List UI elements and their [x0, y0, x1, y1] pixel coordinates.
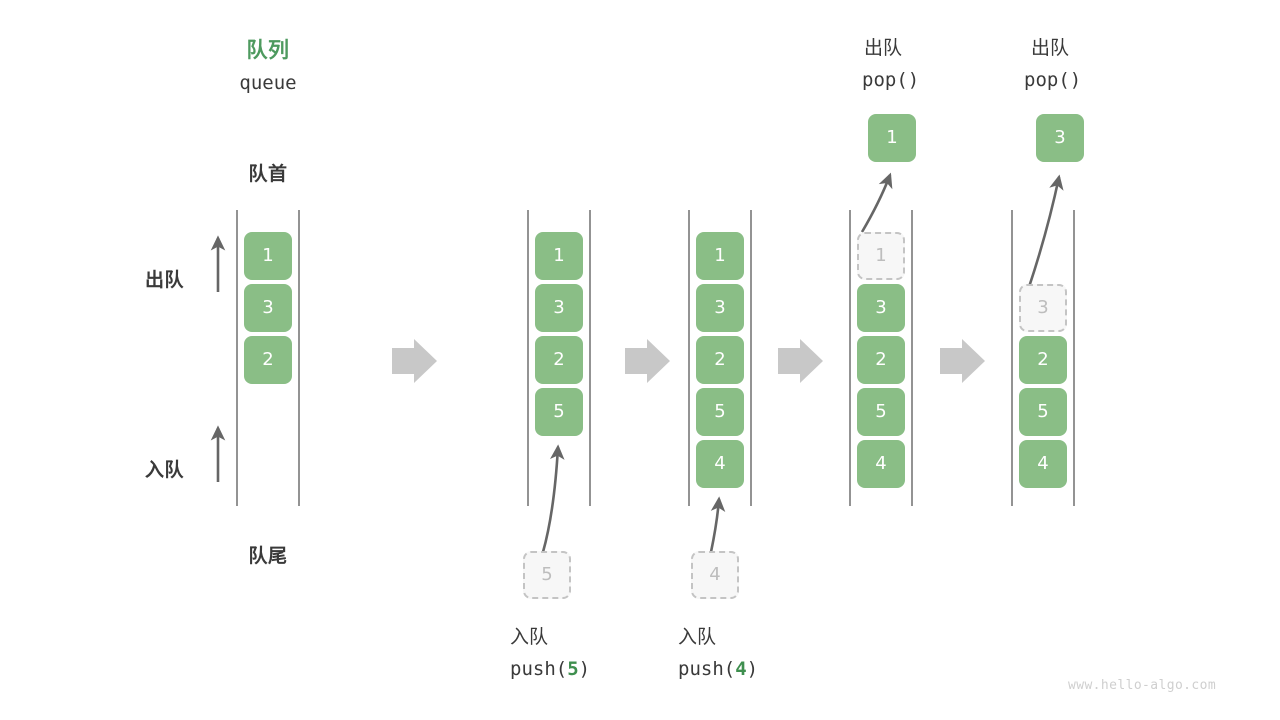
pop-arrow-1 — [860, 172, 893, 233]
queue-cell[interactable]: 4 — [1019, 440, 1067, 488]
pop-header-cn-3: 出队 — [1031, 37, 1070, 59]
queue-cell[interactable]: 2 — [1019, 336, 1067, 384]
flow-arrow-2 — [625, 339, 670, 383]
queue-title-en: queue — [239, 72, 297, 94]
pop-header-code-1: pop() — [862, 69, 920, 91]
pending-push-cell-5[interactable]: 5 — [523, 551, 571, 599]
push-arrow-4 — [709, 496, 726, 553]
queue-cell[interactable]: 2 — [244, 336, 292, 384]
queue-cell[interactable]: 4 — [696, 440, 744, 488]
flow-arrow-4 — [940, 339, 985, 383]
queue-cell[interactable]: 5 — [857, 388, 905, 436]
push-caption-code-5: push(5) — [510, 658, 590, 680]
queue-cell[interactable]: 3 — [535, 284, 583, 332]
queue-cell[interactable]: 5 — [1019, 388, 1067, 436]
queue-cell[interactable]: 3 — [696, 284, 744, 332]
queue-cell[interactable]: 3 — [244, 284, 292, 332]
queue-title-cn: 队列 — [246, 38, 290, 62]
pop-arrow-3 — [1027, 174, 1064, 288]
push-code-argument: 4 — [735, 658, 747, 680]
queue-cell-removed[interactable]: 1 — [857, 232, 905, 280]
queue-cell[interactable]: 2 — [857, 336, 905, 384]
push-arrow-5 — [541, 444, 565, 553]
push-code-argument: 5 — [567, 658, 579, 680]
push-code-prefix: push( — [678, 658, 736, 680]
push-caption-code-4: push(4) — [678, 658, 758, 680]
queue-cell[interactable]: 5 — [535, 388, 583, 436]
push-caption-cn-5: 入队 — [510, 626, 549, 648]
flow-arrow-3 — [778, 339, 823, 383]
push-code-prefix: push( — [510, 658, 568, 680]
push-code-suffix: ) — [578, 658, 591, 680]
enqueue-side-label: 入队 — [145, 459, 185, 481]
queue-cell[interactable]: 4 — [857, 440, 905, 488]
pop-header-cn-1: 出队 — [864, 37, 903, 59]
queue-cell[interactable]: 3 — [857, 284, 905, 332]
queue-rails — [236, 210, 1075, 506]
queue-cell[interactable]: 2 — [696, 336, 744, 384]
popped-cell-1[interactable]: 1 — [868, 114, 916, 162]
queue-cell[interactable]: 1 — [696, 232, 744, 280]
queue-cell[interactable]: 1 — [535, 232, 583, 280]
rear-label: 队尾 — [248, 545, 288, 567]
popped-cell-3[interactable]: 3 — [1036, 114, 1084, 162]
push-caption-cn-4: 入队 — [678, 626, 717, 648]
flow-arrow-1 — [392, 339, 437, 383]
front-label: 队首 — [248, 163, 288, 185]
dequeue-side-label: 出队 — [145, 269, 185, 291]
queue-cell[interactable]: 5 — [696, 388, 744, 436]
watermark: www.hello-algo.com — [1068, 678, 1217, 693]
queue-cell-removed[interactable]: 3 — [1019, 284, 1067, 332]
queue-cell[interactable]: 2 — [535, 336, 583, 384]
queue-cell[interactable]: 1 — [244, 232, 292, 280]
pop-header-code-3: pop() — [1024, 69, 1082, 91]
pending-push-cell-4[interactable]: 4 — [691, 551, 739, 599]
push-code-suffix: ) — [746, 658, 759, 680]
